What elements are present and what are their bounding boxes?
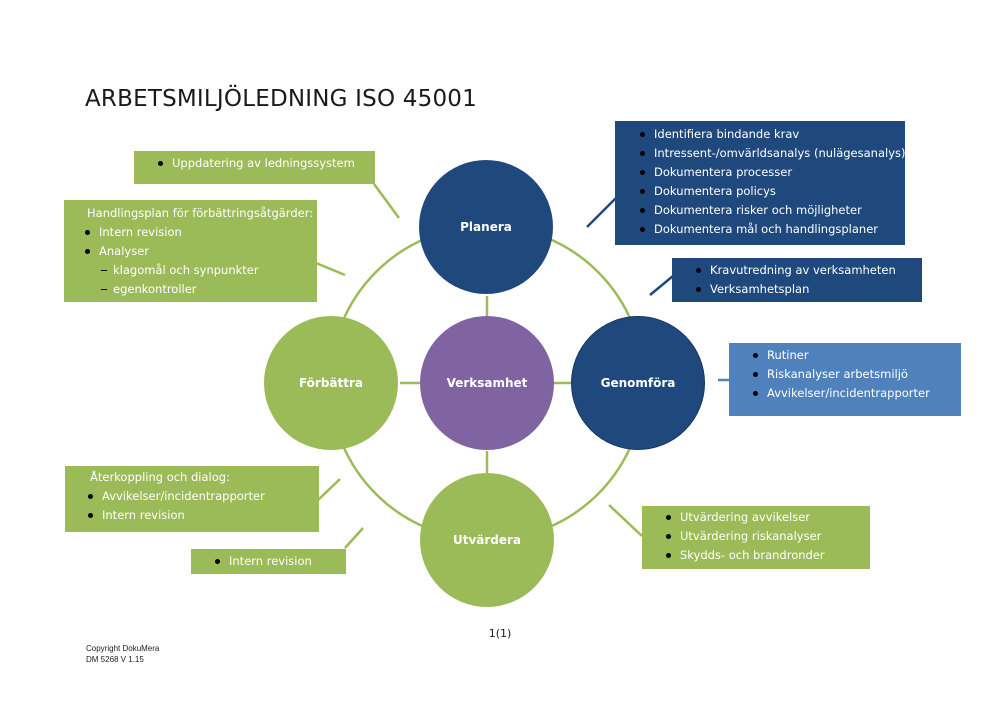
handlingsplan-box: Handlingsplan för förbättringsåtgärder: … bbox=[64, 200, 317, 302]
document-id: DM 5268 V 1.15 bbox=[86, 655, 144, 664]
list-item: klagomål och synpunkter bbox=[75, 261, 317, 280]
connector-utvardera-right bbox=[608, 504, 643, 537]
page-title: ARBETSMILJÖLEDNING ISO 45001 bbox=[85, 86, 477, 112]
utvardera-results-list: Utvärdering avvikelser Utvärdering riska… bbox=[656, 508, 870, 565]
connector-utvardera-left bbox=[344, 527, 364, 549]
connector-handlingsplan bbox=[315, 261, 346, 277]
handlingsplan-sublist: klagomål och synpunkter egenkontroller bbox=[75, 261, 317, 299]
list-item: Utvärdering riskanalyser bbox=[656, 527, 870, 546]
uppdatering-list: Uppdatering av ledningssystem bbox=[148, 154, 375, 173]
list-item: Dokumentera risker och möjligheter bbox=[630, 201, 905, 220]
list-item: Identifiera bindande krav bbox=[630, 125, 905, 144]
page-number: 1(1) bbox=[488, 627, 512, 640]
verksamhet-label: Verksamhet bbox=[446, 376, 528, 390]
list-item: Avvikelser/incidentrapporter bbox=[78, 487, 319, 506]
aterkoppling-list: Avvikelser/incidentrapporter Intern revi… bbox=[78, 487, 319, 525]
planera-circle: Planera bbox=[419, 160, 553, 294]
utvardera-label: Utvärdera bbox=[452, 533, 522, 547]
connector-planera-verksamhet bbox=[649, 275, 674, 296]
planera-label: Planera bbox=[460, 220, 512, 234]
genomfora-list: Rutiner Riskanalyser arbetsmiljö Avvikel… bbox=[743, 346, 961, 403]
genomfora-box: Rutiner Riskanalyser arbetsmiljö Avvikel… bbox=[729, 343, 961, 416]
list-item: egenkontroller bbox=[75, 280, 317, 299]
connector-uppdatering bbox=[372, 183, 401, 219]
list-item: Dokumentera processer bbox=[630, 163, 905, 182]
list-item: Dokumentera policys bbox=[630, 182, 905, 201]
connector-aterkoppling bbox=[317, 478, 341, 501]
list-item: Rutiner bbox=[743, 346, 961, 365]
list-item: Intern revision bbox=[205, 552, 346, 571]
aterkoppling-box: Återkoppling och dialog: Avvikelser/inci… bbox=[65, 466, 319, 532]
utvardera-revision-box: Intern revision bbox=[191, 549, 346, 574]
handlingsplan-heading: Handlingsplan för förbättringsåtgärder: bbox=[87, 206, 314, 220]
planera-verksamhet-box: Kravutredning av verksamheten Verksamhet… bbox=[672, 258, 922, 302]
verksamhet-circle: Verksamhet bbox=[420, 316, 554, 450]
connector-planera-krav bbox=[586, 195, 619, 228]
list-item: Intressent-/omvärldsanalys (nulägesanaly… bbox=[630, 144, 906, 163]
handlingsplan-list: Intern revision Analyser bbox=[75, 223, 317, 261]
genomfora-label: Genomföra bbox=[600, 376, 676, 390]
list-item: Kravutredning av verksamheten bbox=[686, 261, 922, 280]
aterkoppling-heading: Återkoppling och dialog: bbox=[90, 470, 230, 484]
planera-requirements-box: Identifiera bindande krav Intressent-/om… bbox=[615, 121, 906, 245]
utvardera-circle: Utvärdera bbox=[420, 473, 554, 607]
list-item: Avvikelser/incidentrapporter bbox=[743, 384, 961, 403]
list-item: Verksamhetsplan bbox=[686, 280, 922, 299]
list-item: Intern revision bbox=[75, 223, 317, 242]
list-item: Analyser bbox=[75, 242, 317, 261]
utvardera-results-box: Utvärdering avvikelser Utvärdering riska… bbox=[642, 506, 870, 569]
list-item: Riskanalyser arbetsmiljö bbox=[743, 365, 961, 384]
footer: Copyright DokuMera DM 5268 V 1.15 bbox=[86, 643, 159, 665]
genomfora-circle: Genomföra bbox=[571, 316, 705, 450]
copyright-text: Copyright DokuMera bbox=[86, 644, 160, 653]
planera-verksamhet-list: Kravutredning av verksamheten Verksamhet… bbox=[686, 261, 922, 299]
planera-requirements-list: Identifiera bindande krav Intressent-/om… bbox=[630, 125, 906, 239]
list-item: Intern revision bbox=[78, 506, 319, 525]
forbattra-circle: Förbättra bbox=[264, 316, 398, 450]
utvardera-revision-list: Intern revision bbox=[205, 552, 346, 571]
forbattra-label: Förbättra bbox=[298, 376, 364, 390]
list-item: Skydds- och brandronder bbox=[656, 546, 870, 565]
uppdatering-box: Uppdatering av ledningssystem bbox=[134, 151, 375, 184]
list-item: Dokumentera mål och handlingsplaner bbox=[630, 220, 905, 239]
list-item: Utvärdering avvikelser bbox=[656, 508, 870, 527]
list-item: Uppdatering av ledningssystem bbox=[148, 154, 375, 173]
